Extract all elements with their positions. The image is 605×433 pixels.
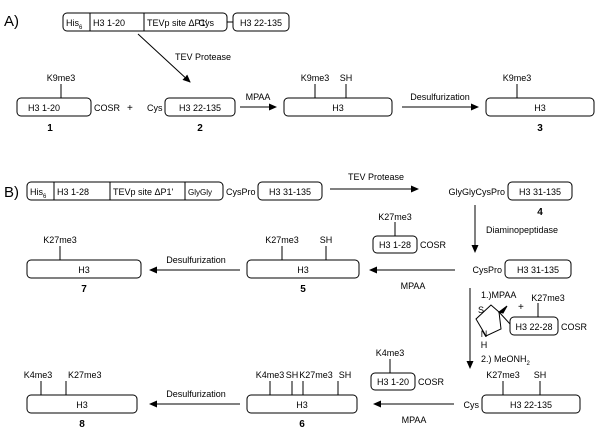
construct-a-seg1: H3 1-20 xyxy=(93,18,125,28)
peptide-2-box xyxy=(164,97,236,117)
compound-4-number: 4 xyxy=(537,207,543,218)
peptide-6-box xyxy=(246,394,358,414)
plus-sign-b: + xyxy=(518,302,524,313)
peptide-h3-1-20-box xyxy=(370,372,416,391)
peptide-a-intermediate-box xyxy=(283,97,393,117)
peptide-h3-22-28-box xyxy=(509,316,559,336)
sh-label-6a: SH xyxy=(286,370,299,380)
cosr-label-1: COSR xyxy=(94,103,121,113)
cys-label-22-135: Cys xyxy=(464,400,480,410)
step2-label: 2.) MeONH2 xyxy=(481,354,531,367)
k4me3-label-1-20: K4me3 xyxy=(376,348,405,358)
k27me3-label-22-135: K27me3 xyxy=(486,370,520,380)
k27me3-label-7: K27me3 xyxy=(43,235,77,245)
mpaa-label-a: MPAA xyxy=(246,92,271,102)
sh-label-5: SH xyxy=(320,235,333,245)
sh-label-22-135: SH xyxy=(534,370,547,380)
compound-2-number: 2 xyxy=(197,123,203,134)
h3-label-6: H3 xyxy=(296,400,308,410)
mpaa-label-6: MPAA xyxy=(402,415,427,425)
h3-label-3: H3 xyxy=(534,103,546,113)
cyspro-label: CysPro xyxy=(472,265,502,275)
desulfurization-label-7: Desulfurization xyxy=(166,255,226,265)
diaminopeptidase-label: Diaminopeptidase xyxy=(486,225,558,235)
k27me3-label-8: K27me3 xyxy=(68,370,102,380)
tev-arrow-a xyxy=(137,33,191,83)
construct-b-cyspro: CysPro xyxy=(226,187,256,197)
desulfurization-label-8: Desulfurization xyxy=(166,389,226,399)
k9me3-label-int: K9me3 xyxy=(301,73,330,83)
desulfurization-label-a: Desulfurization xyxy=(410,92,470,102)
peptide-2-label: H3 22-135 xyxy=(179,103,221,113)
cosr-label-1-28: COSR xyxy=(420,240,447,250)
construct-b-seg1: H3 1-28 xyxy=(57,187,89,197)
sh-label-6b: SH xyxy=(339,370,352,380)
panel-b-label: B) xyxy=(4,184,19,201)
construct-b-h3-31-135-box xyxy=(257,181,323,201)
peptide-1-box xyxy=(16,97,92,117)
construct-b-tevp: TEVp site ΔP1' xyxy=(113,187,174,197)
peptide-cyspro-31-135-label: H3 31-135 xyxy=(517,265,559,275)
plus-sign-a: + xyxy=(127,103,133,114)
thiazolidine-s: S xyxy=(478,305,484,315)
peptide-h3-1-28-label: H3 1-28 xyxy=(379,240,411,250)
glyglycyspro-label: GlyGlyCysPro xyxy=(448,187,505,197)
k9me3-label-1: K9me3 xyxy=(47,73,76,83)
construct-b-his: His6 xyxy=(30,187,47,200)
cosr-label-1-20: COSR xyxy=(418,377,445,387)
cosr-label-22-28: COSR xyxy=(561,322,588,332)
construct-b-box xyxy=(26,181,224,201)
h3-label-8: H3 xyxy=(76,400,88,410)
step1-label: 1.)MPAA xyxy=(481,290,516,300)
peptide-h3-22-28-label: H3 22-28 xyxy=(515,322,552,332)
k27me3-label-22-28: K27me3 xyxy=(531,293,565,303)
k9me3-label-3: K9me3 xyxy=(503,73,532,83)
peptide-1-label: H3 1-20 xyxy=(28,103,60,113)
construct-b-seg2: H3 31-135 xyxy=(269,187,311,197)
tev-protease-label-a: TEV Protease xyxy=(175,52,231,62)
h3-label-5: H3 xyxy=(297,265,309,275)
construct-a-his: His6 xyxy=(66,18,83,31)
peptide-7-box xyxy=(26,259,142,279)
peptide-4-label: H3 31-135 xyxy=(519,187,561,197)
panel-a-label: A) xyxy=(4,13,19,30)
h3-label-7: H3 xyxy=(78,265,90,275)
compound-6-number: 6 xyxy=(299,419,305,430)
k27me3-label-5: K27me3 xyxy=(265,235,299,245)
thiazolidine-ring xyxy=(475,304,502,337)
mpaa-label-5: MPAA xyxy=(401,281,426,291)
peptide-cyspro-31-135-box xyxy=(504,259,572,279)
thiazolidine-n: N xyxy=(481,329,488,339)
compound-8-number: 8 xyxy=(79,419,85,430)
compound-7-number: 7 xyxy=(81,284,87,295)
k27me3-label-6: K27me3 xyxy=(299,370,333,380)
construct-a-tevp: TEVp site ΔP1' xyxy=(147,18,208,28)
construct-b-glygly: GlyGly xyxy=(188,188,212,197)
k4me3-label-6: K4me3 xyxy=(256,370,285,380)
sh-label-int: SH xyxy=(340,73,353,83)
peptide-4-box xyxy=(507,181,573,201)
peptide-cys-22-135-box xyxy=(481,394,581,414)
thiazolidine-h: H xyxy=(481,340,488,350)
peptide-h3-1-20-label: H3 1-20 xyxy=(377,377,409,387)
tev-protease-label-b: TEV Protease xyxy=(348,172,404,182)
h3-label-int: H3 xyxy=(332,103,344,113)
construct-a-cys: Cys xyxy=(199,18,215,28)
peptide-5-box xyxy=(246,259,360,279)
compound-1-number: 1 xyxy=(47,123,53,134)
construct-a-seg2: H3 22-135 xyxy=(240,18,282,28)
peptide-3-box xyxy=(485,97,595,117)
k4me3-label-8: K4me3 xyxy=(24,370,53,380)
compound-3-number: 3 xyxy=(537,123,543,134)
compound-5-number: 5 xyxy=(300,284,306,295)
peptide-8-box xyxy=(26,394,138,414)
k27me3-label-1-28: K27me3 xyxy=(378,212,412,222)
peptide-cys-22-135-label: H3 22-135 xyxy=(510,400,552,410)
cys-label-2: Cys xyxy=(147,103,163,113)
